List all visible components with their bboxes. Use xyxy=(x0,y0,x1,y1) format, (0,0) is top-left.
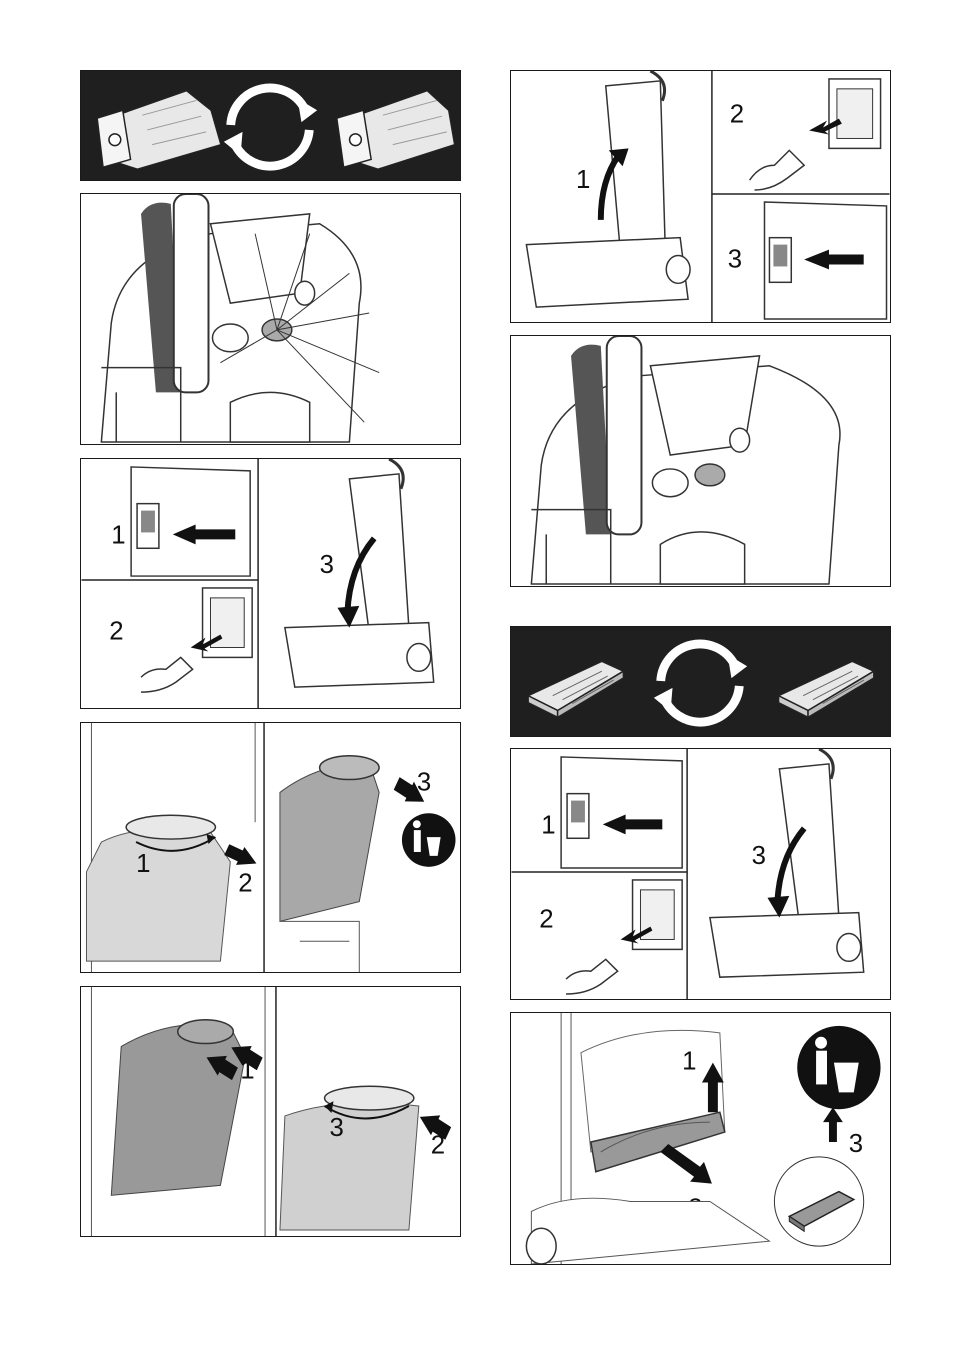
step-3-label: 3 xyxy=(330,1114,344,1142)
step-1-label: 1 xyxy=(541,811,555,839)
step-3-label: 3 xyxy=(752,842,766,870)
bag-full-indicator-illustration xyxy=(80,193,461,445)
step-2-label: 2 xyxy=(109,618,123,646)
step-3-label: 3 xyxy=(320,551,334,579)
bag-indicator-illustration xyxy=(510,335,891,587)
step-1-label: 1 xyxy=(136,850,150,878)
step-2-label: 2 xyxy=(539,906,553,934)
step-2-label: 2 xyxy=(238,870,252,898)
insert-bag-panel: 1 3 2 xyxy=(80,986,461,1237)
step-1-label: 1 xyxy=(682,1048,696,1076)
remove-bag-panel: 1 2 3 xyxy=(80,722,461,973)
trash-bin-icon xyxy=(402,813,456,867)
step-2-label: 2 xyxy=(730,101,744,129)
bag-exchange-banner xyxy=(80,70,461,181)
motor-filter-icon xyxy=(779,661,874,717)
step-3-label: 3 xyxy=(728,245,742,273)
step-1-label: 1 xyxy=(576,166,590,194)
filter-bag-icon xyxy=(97,91,221,170)
exchange-cycle-icon xyxy=(654,644,747,722)
step-3-label: 3 xyxy=(417,768,431,796)
exchange-cycle-icon xyxy=(224,88,317,166)
bag-indicator-icon xyxy=(695,464,725,486)
tilt-unplug-switch-panel: 1 2 3 xyxy=(510,70,891,323)
filter-bag-icon xyxy=(337,91,455,170)
remove-filter-panel: 1 2 3 xyxy=(510,1012,891,1265)
step-1-label: 1 xyxy=(240,1056,254,1084)
step-2-label: 2 xyxy=(431,1132,445,1160)
trash-bin-icon xyxy=(797,1026,880,1109)
switch-off-unplug-panel-2: 1 2 3 xyxy=(510,748,891,1000)
filter-exchange-banner xyxy=(510,626,891,737)
step-1-label: 1 xyxy=(111,521,125,549)
switch-off-unplug-panel: 1 2 3 xyxy=(80,458,461,709)
motor-filter-icon xyxy=(528,661,623,717)
step-3-label: 3 xyxy=(849,1130,863,1158)
